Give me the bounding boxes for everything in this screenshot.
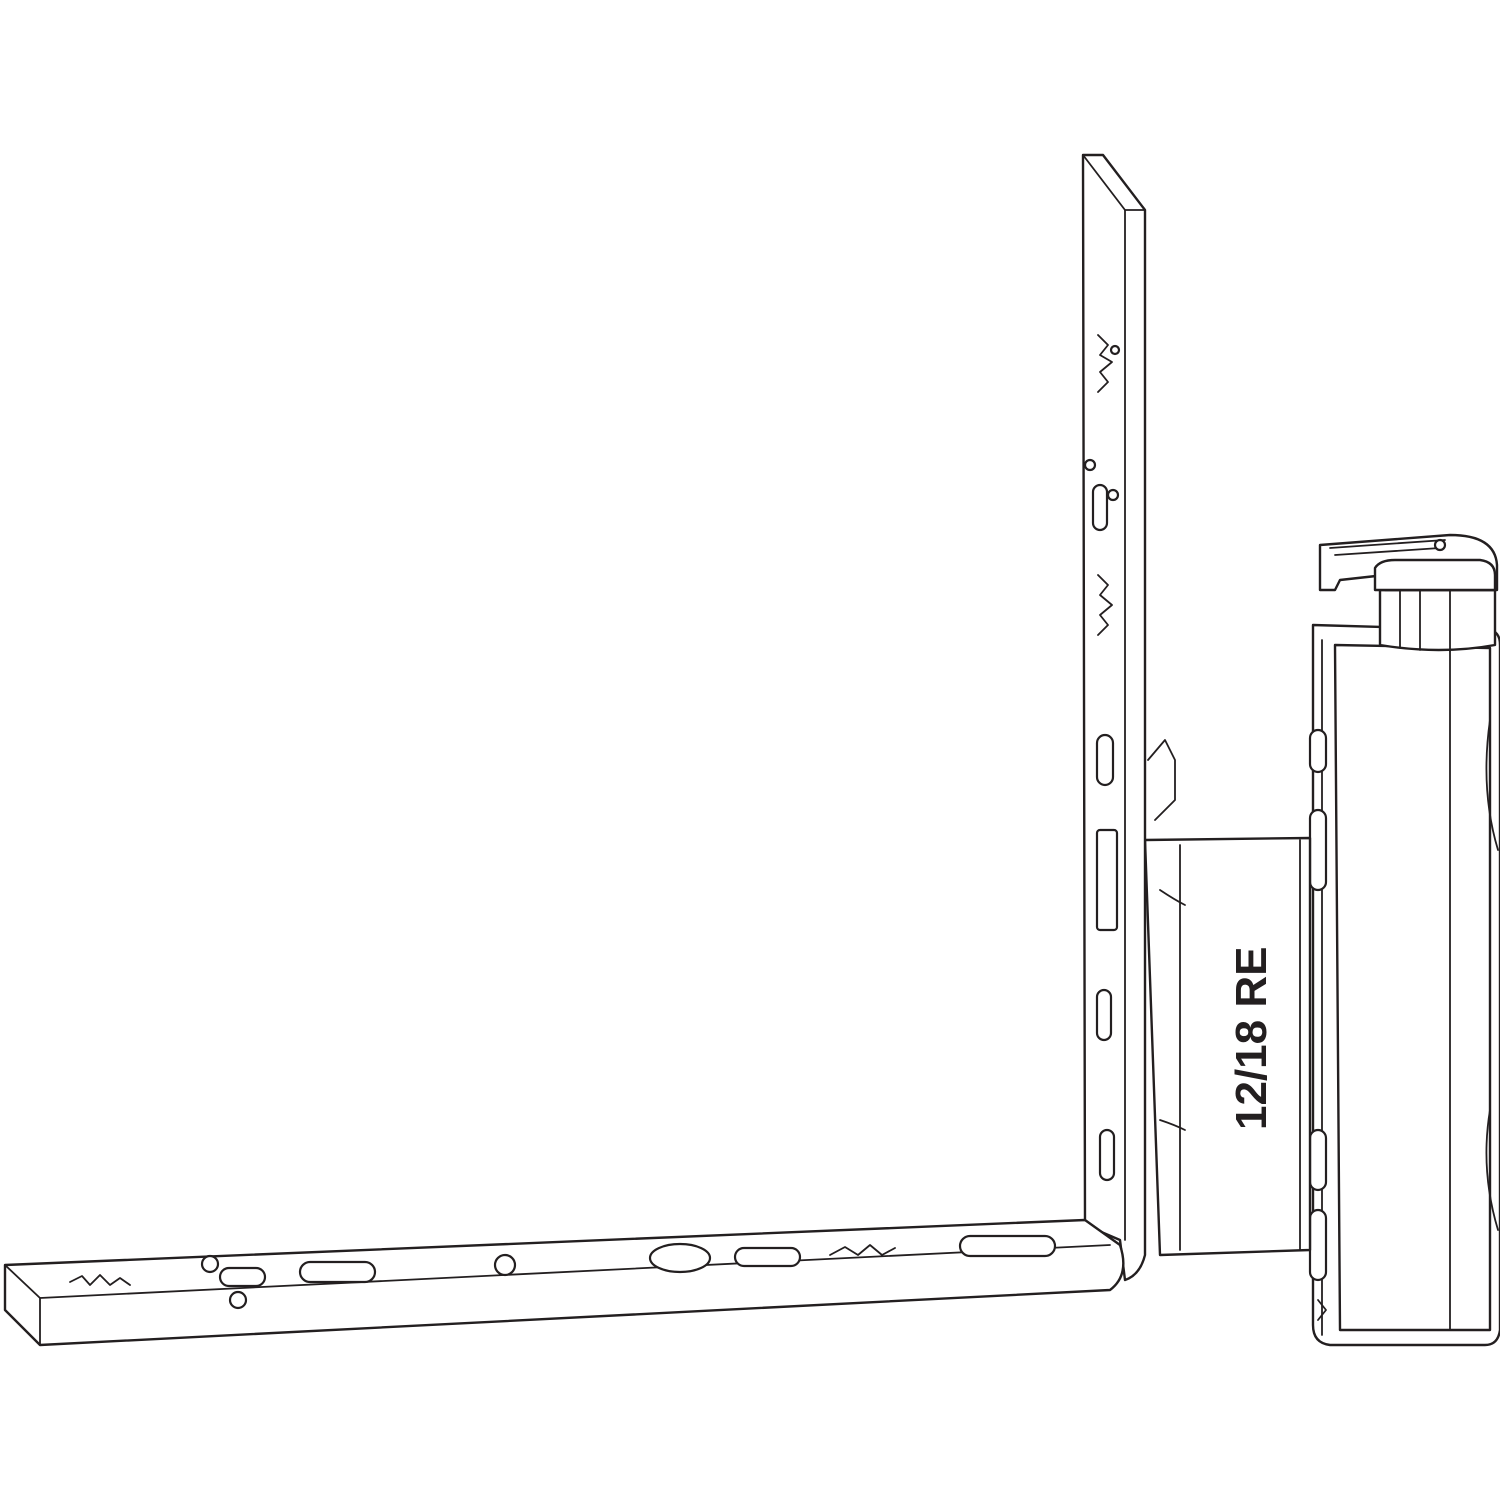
hinge-body-icon <box>1308 623 1500 1347</box>
screw-slot-icon <box>1083 334 1121 1182</box>
l-bracket-icon <box>3 153 1147 1347</box>
bridge-plate: 12/18 RE <box>1143 739 1312 1257</box>
part-marking-label: 12/18 RE <box>1227 947 1276 1130</box>
screw-slot-icon <box>69 1234 1057 1310</box>
pin-cap-icon <box>1318 533 1499 652</box>
